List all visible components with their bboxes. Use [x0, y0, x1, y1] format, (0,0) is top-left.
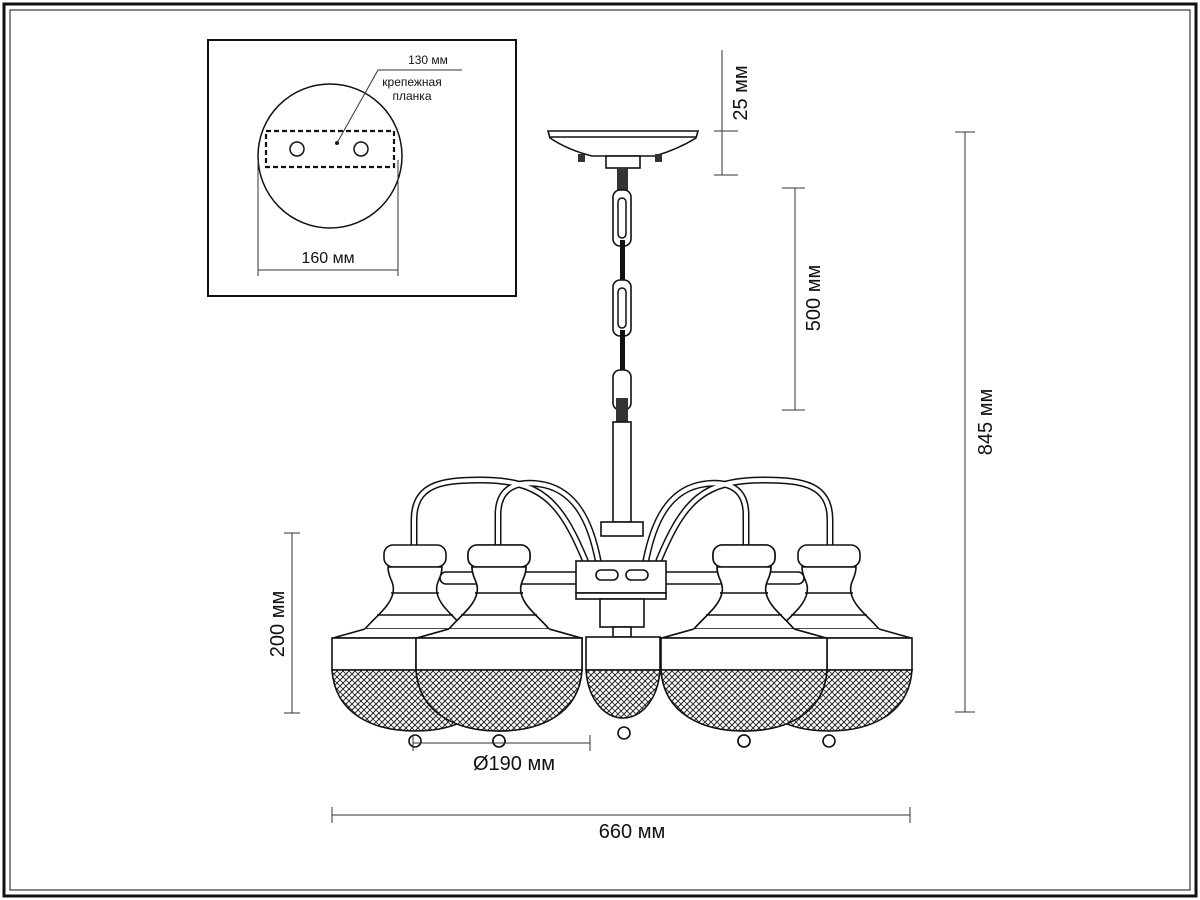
dimension-lines: 25 мм 500 мм 845 мм 200 мм Ø190 мм 660 м… — [267, 50, 997, 843]
chain-length-label: 500 мм — [803, 265, 825, 331]
total-width-label: 660 мм — [599, 821, 665, 843]
shade-height-label: 200 мм — [267, 591, 289, 657]
bracket-length-label: 130 мм — [408, 53, 448, 67]
mounting-bracket — [264, 129, 396, 169]
bracket-label-line2: планка — [393, 89, 432, 103]
total-height-label: 845 мм — [975, 389, 997, 455]
canopy-diameter-label: 160 мм — [301, 250, 354, 267]
shade-diameter-label: Ø190 мм — [473, 753, 555, 775]
screw-hole-left — [289, 141, 305, 157]
chain — [612, 168, 632, 422]
chandelier-side-view — [331, 130, 913, 748]
bracket-label-line1: крепежная — [382, 75, 441, 89]
center-hub — [575, 521, 667, 638]
shade-center — [585, 636, 661, 740]
ceiling-canopy — [546, 130, 700, 169]
arms-inner — [412, 477, 832, 562]
screw-hole-right — [353, 141, 369, 157]
canopy-top-view-inset: 130 мм крепежная планка 160 мм — [207, 39, 517, 297]
center-column — [612, 421, 632, 523]
canopy-outline — [257, 83, 403, 229]
canopy-height-label: 25 мм — [730, 65, 752, 120]
